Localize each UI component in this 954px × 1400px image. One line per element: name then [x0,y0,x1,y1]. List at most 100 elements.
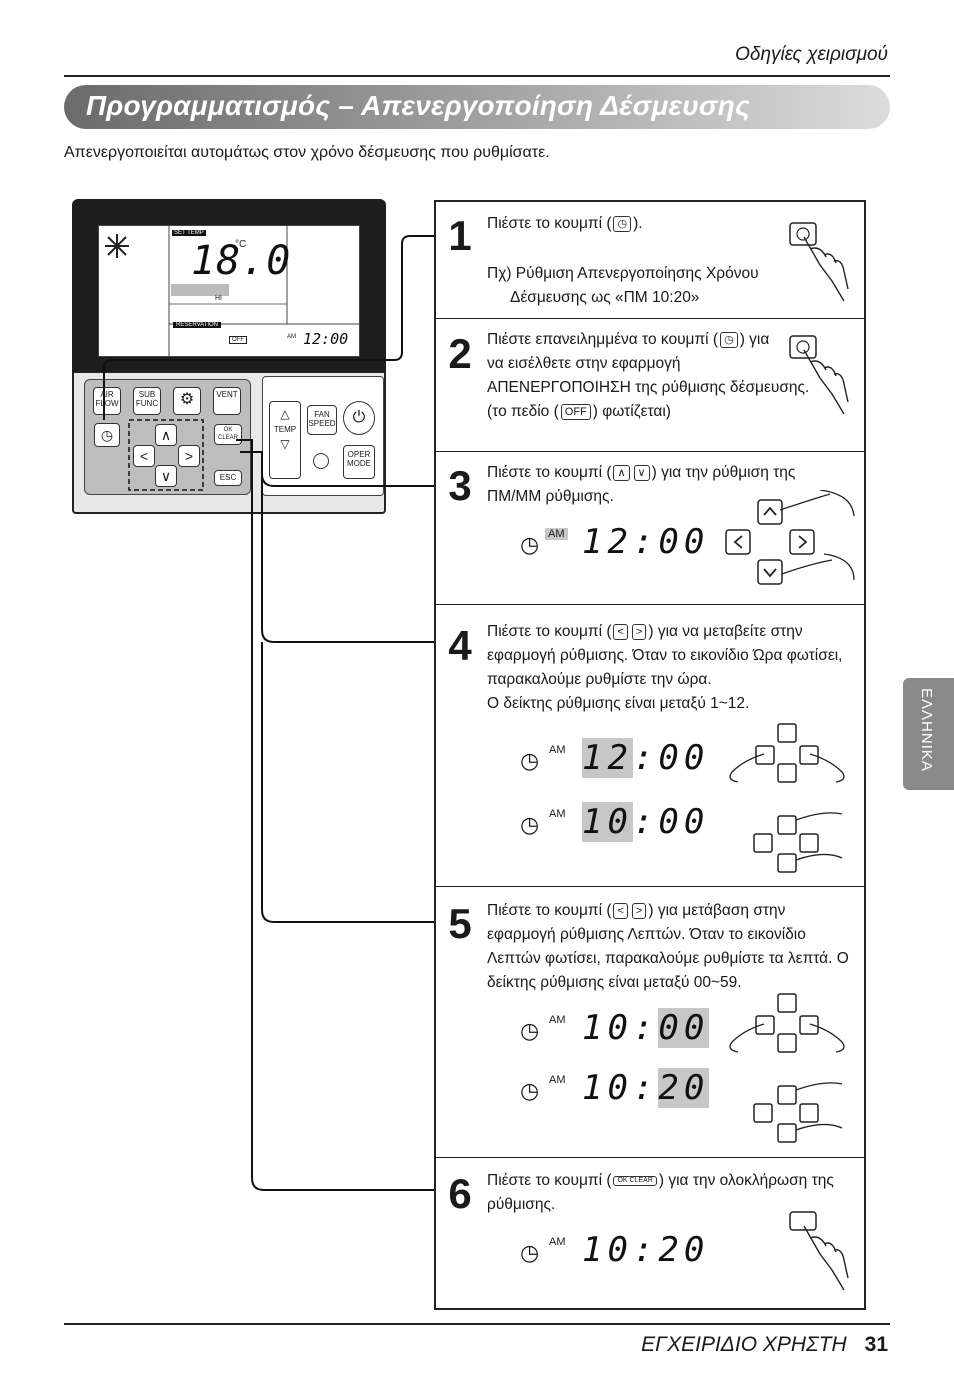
am-indicator: AM [549,744,566,756]
down-arrow-button[interactable]: ∨ [155,465,177,487]
step-4-text: Πιέστε το κουμπί (<>) για να μεταβείτε σ… [487,623,803,640]
header-rule [64,75,890,77]
step-5-text-line3: Λεπτών φωτίσει, παρακαλούμε ρυθμίστε τα … [487,950,849,967]
step-5-text-line2: εφαρμογή ρύθμισης Λεπτών. Όταν το εικονί… [487,926,806,943]
step-1-text: Πιέστε το κουμπί (◷). [487,215,643,232]
am-indicator: AM [549,808,566,820]
step-1-number: 1 [448,212,472,259]
steps-frame [434,200,866,1310]
temp-rocker-button[interactable]: △ TEMP ▽ [269,401,301,479]
clock-icon: ◷ [520,812,540,837]
power-icon[interactable]: ⏻ [343,401,375,435]
step-divider [436,318,866,319]
step-6-text: Πιέστε το κουμπί (OK CLEAR) για την ολοκ… [487,1172,834,1189]
intro-text: Απενεργοποιείται αυτομάτως στον χρόνο δέ… [64,144,550,161]
clock-icon: ◷ [520,1018,540,1043]
step-5-time-display: 10:00 [582,1008,710,1048]
step-5-time-display-adjusted: 10:20 [582,1068,710,1108]
step-3-time-display: 12:00 [582,522,710,562]
step-4-text-line3: παρακαλούμε ρυθμίστε την ώρα. [487,671,712,688]
step-4-number: 4 [448,622,472,669]
sub-func-button[interactable]: SUB FUNC [133,387,161,415]
temp-button-label: TEMP [273,425,297,434]
step-2-number: 2 [448,330,472,377]
off-indicator: OFF [560,403,591,420]
reservation-clock-button[interactable]: ◷ [94,423,120,447]
down-arrow-icon: ∨ [633,464,650,481]
am-indicator: AM [549,1074,566,1086]
arrow-keys-hand-icon [729,993,845,1143]
step-3-text-line2: ΠΜ/ΜΜ ρύθμισης. [487,488,614,505]
step-6-text-line2: ρύθμισης. [487,1196,556,1213]
step-divider [436,1157,866,1158]
settings-gear-icon[interactable]: ⚙ [173,387,201,415]
pressing-hand-icon [789,335,849,415]
clock-icon: ◷ [613,215,632,232]
sensor-indicator [313,453,329,469]
up-arrow-icon: ∧ [613,464,630,481]
left-arrow-icon: < [613,623,628,640]
step-3-number: 3 [448,462,472,509]
step-4-text-line4: Ο δείκτης ρύθμισης είναι μεταξύ 1~12. [487,695,750,712]
step-divider [436,886,866,887]
step-divider [436,604,866,605]
lcd-time-display: 12:00 [303,330,349,348]
step-1-example-cont: Δέσμευσης ως «ΠΜ 10:20» [510,289,700,306]
step-6-time-display: 10:20 [582,1230,710,1270]
step-1-example: Πχ) Ρύθμιση Απενεργοποίησης Χρόνου [487,265,759,282]
footer-rule [64,1323,890,1325]
page-number: 31 [864,1333,888,1356]
title-banner: Προγραμματισμός – Απενεργοποίηση Δέσμευσ… [64,85,890,129]
remote-right-button-panel: △ TEMP ▽ FAN SPEED ⏻ OPER MODE [262,376,384,496]
right-arrow-icon: > [631,623,647,640]
clock-icon: ◷ [720,331,738,348]
lcd-off-indicator: OFF [229,336,247,344]
right-arrow-button[interactable]: > [178,445,200,467]
esc-button[interactable]: ESC [214,470,242,486]
reservation-label: RESERVATION [173,322,222,328]
temp-unit: °C [235,239,247,250]
step-5-text: Πιέστε το κουμπί (<>) για μετάβαση στην [487,902,786,919]
right-arrow-icon: > [631,902,647,919]
step-4-time-display: 12:00 [582,738,710,778]
step-2-text-line2: να εισέλθετε στην εφαρμογή [487,355,681,372]
step-2-text-line3: ΑΠΕΝΕΡΓΟΠΟΙΗΣΗ της ρύθμισης δέσμευσης. [487,379,810,396]
step-5-text-line4: δείκτης ρύθμισης είναι μεταξύ 00~59. [487,974,742,991]
am-indicator: AM [549,1014,566,1026]
pressing-hand-icon [789,222,849,302]
left-arrow-icon: < [613,902,628,919]
am-indicator: AM [545,528,568,540]
page-title: Προγραμματισμός – Απενεργοποίηση Δέσμευσ… [86,90,751,121]
language-tab-label: ΕΛΛΗΝΙΚΑ [918,688,935,772]
section-header: Οδηγίες χειρισμού [735,44,888,65]
step-2-text: Πιέστε επανειλημμένα το κουμπί (◷) για [487,331,770,348]
ok-clear-button[interactable]: OK CLEAR [214,424,242,445]
clock-icon: ◷ [520,1240,540,1265]
clock-icon: ◷ [520,532,540,557]
clock-icon: ◷ [520,1078,540,1103]
remote-lcd-screen: SET TEMP 18.0 °C HI RESERVATION OFF AM 1… [98,225,360,357]
remote-left-button-panel: AIR FLOW SUB FUNC ⚙ VENT ◷ ∧ < > ∨ OK CL… [84,379,251,495]
footer: ΕΓΧΕΙΡΙΔΙΟ ΧΡΗΣΤΗ 31 [641,1333,888,1357]
step-divider [436,451,866,452]
fan-level-label: HI [215,295,222,302]
lcd-am-indicator: AM [287,334,296,340]
arrow-keys-hand-icon [729,723,845,873]
am-indicator: AM [549,1236,566,1248]
clock-icon: ◷ [520,748,540,773]
left-arrow-button[interactable]: < [133,445,155,467]
air-flow-button[interactable]: AIR FLOW [93,387,121,415]
step-6-number: 6 [448,1170,472,1217]
step-5-number: 5 [448,900,472,947]
up-arrow-button[interactable]: ∧ [155,424,177,446]
step-4-text-line2: εφαρμογή ρύθμισης. Όταν το εικονίδιο Ώρα… [487,647,843,664]
language-tab: ΕΛΛΗΝΙΚΑ [903,678,954,790]
step-2-text-line4: (το πεδίο (OFF) φωτίζεται) [487,403,671,420]
vent-button[interactable]: VENT [213,387,241,415]
step-4-time-display-adjusted: 10:00 [582,802,710,842]
ok-clear-icon: OK CLEAR [613,1175,657,1186]
fan-speed-button[interactable]: FAN SPEED [307,405,337,435]
footer-title: ΕΓΧΕΙΡΙΔΙΟ ΧΡΗΣΤΗ [641,1333,847,1356]
oper-mode-button[interactable]: OPER MODE [343,445,375,479]
set-temp-label: SET TEMP [172,230,206,236]
